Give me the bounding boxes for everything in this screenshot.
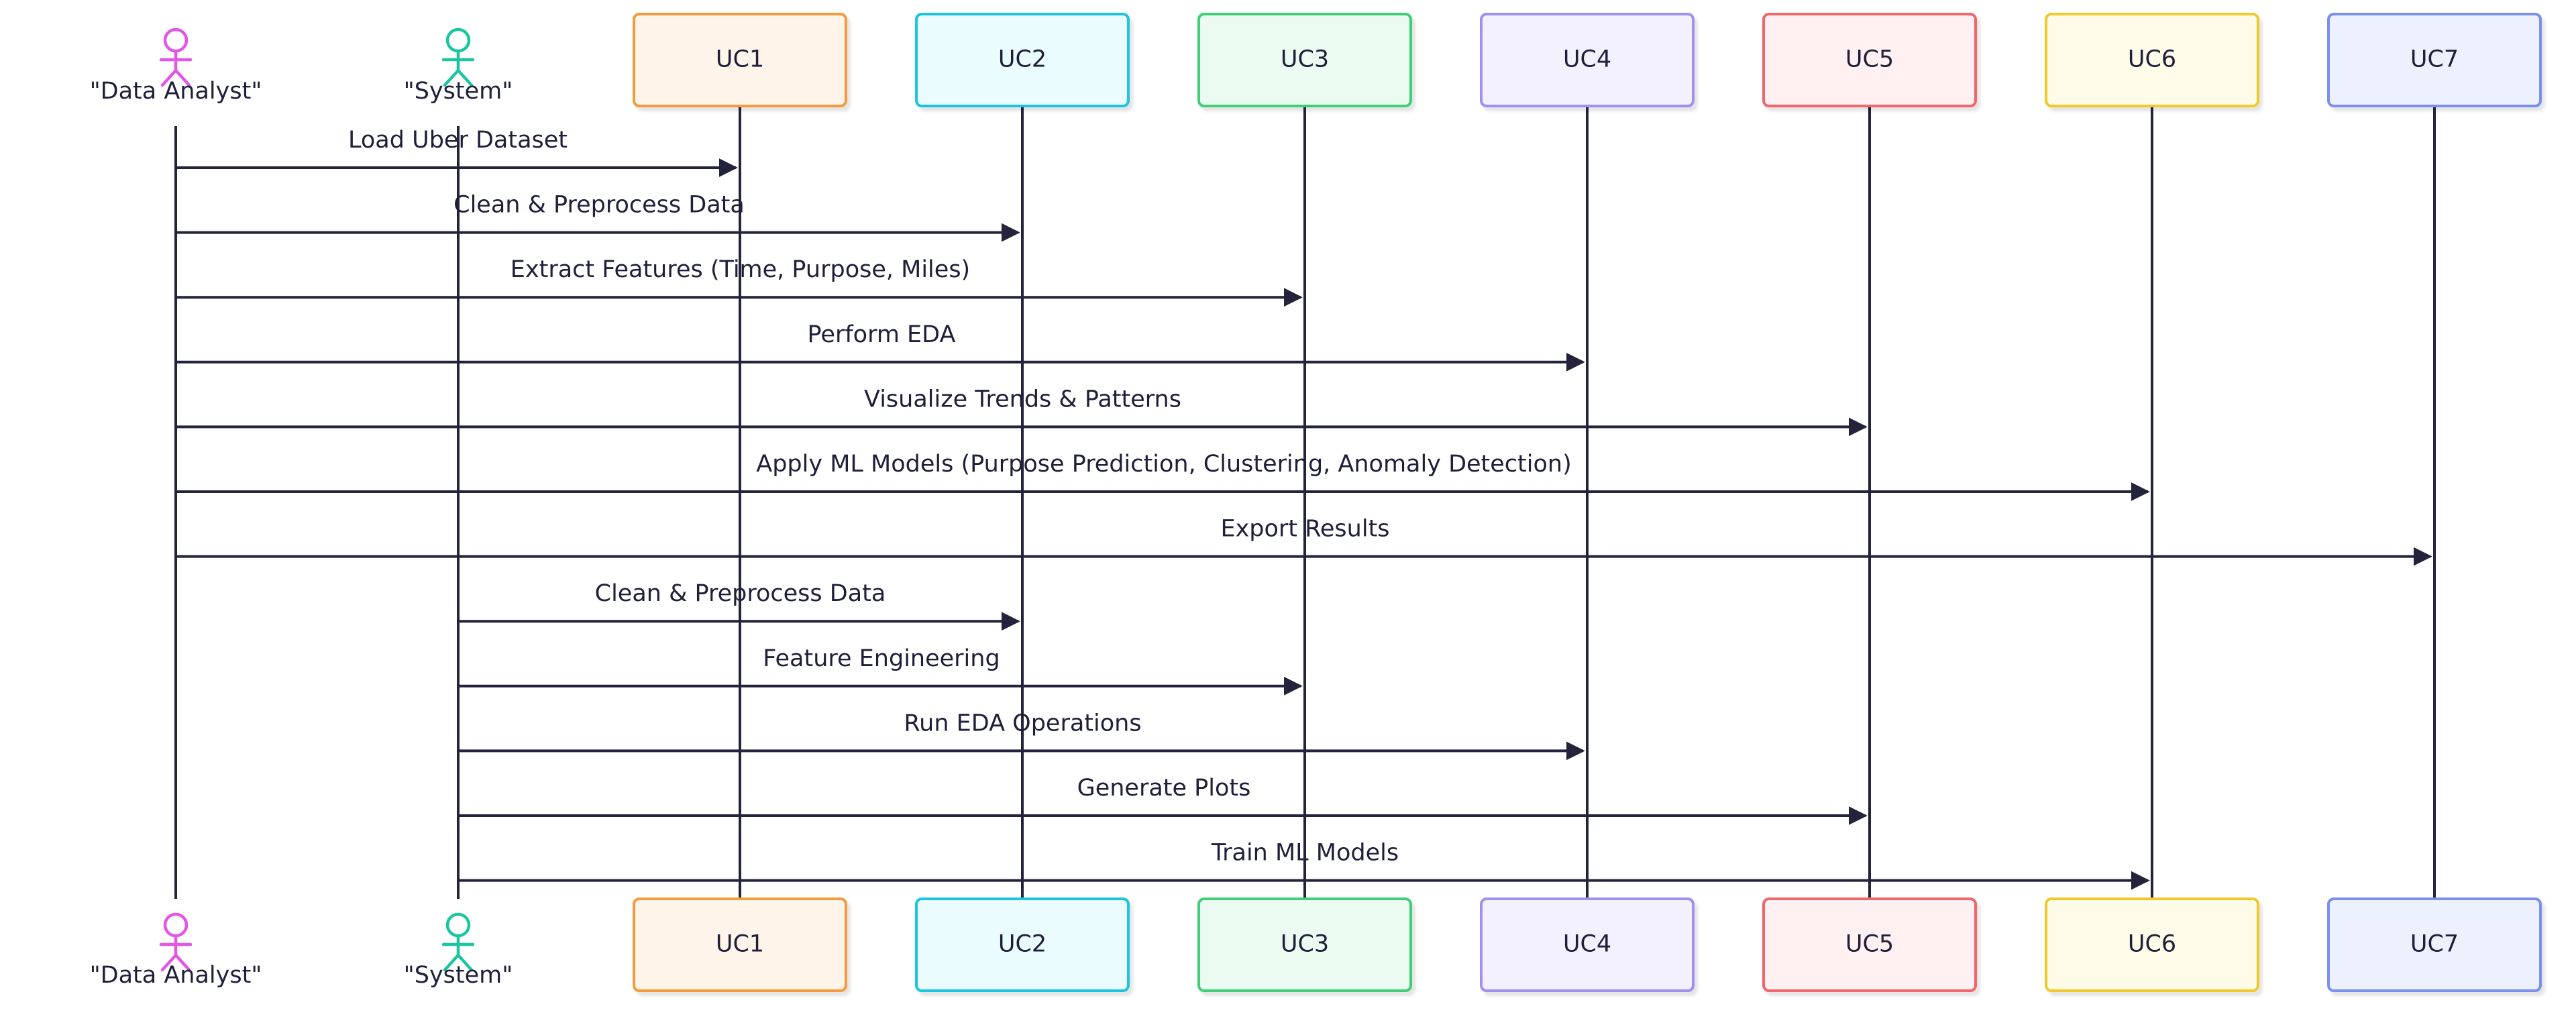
participant-rect	[1480, 897, 1695, 992]
participant-box: UC5	[1762, 13, 1977, 107]
actor: "System"	[404, 912, 513, 989]
message-label: Visualize Trends & Patterns	[864, 386, 1181, 413]
lifelines	[174, 106, 2436, 899]
message: Export Results	[176, 516, 2432, 566]
actor-person-icon	[441, 28, 475, 87]
participant-rect	[2045, 13, 2259, 107]
participant-rect	[1197, 897, 1412, 992]
message-label: Feature Engineering	[763, 645, 1000, 672]
message-label: Extract Features (Time, Purpose, Miles)	[511, 256, 970, 283]
actor-person-icon	[159, 28, 193, 87]
message: Run EDA Operations	[458, 710, 1585, 761]
participant-rect	[633, 897, 847, 992]
message: Visualize Trends & Patterns	[176, 386, 1868, 437]
participant-rect	[2045, 897, 2259, 992]
actor-label: "System"	[404, 78, 513, 105]
message-label: Load Uber Dataset	[348, 127, 568, 154]
participant-label: UC2	[998, 46, 1046, 73]
participant-label: UC7	[2410, 46, 2459, 73]
actor-person-icon	[159, 912, 193, 972]
message-label: Perform EDA	[808, 321, 956, 348]
message-label: Clean & Preprocess Data	[595, 580, 886, 607]
participant-box: UC7	[2327, 897, 2542, 992]
participant-box: UC4	[1480, 13, 1695, 107]
participant-rect	[1762, 13, 1977, 107]
participant-label: UC5	[1845, 46, 1894, 73]
message: Load Uber Dataset	[176, 127, 738, 177]
participant-box: UC3	[1197, 13, 1412, 107]
participant-label: UC3	[1281, 931, 1329, 958]
participant-label: UC6	[2128, 931, 2176, 958]
participant-rect	[915, 13, 1130, 107]
participant-label: UC3	[1281, 46, 1329, 73]
participant-rect	[2327, 897, 2542, 992]
message: Extract Features (Time, Purpose, Miles)	[176, 256, 1303, 307]
participant-label: UC7	[2410, 931, 2459, 958]
actor-person-icon	[441, 912, 475, 972]
message: Generate Plots	[458, 775, 1868, 825]
message-label: Train ML Models	[1211, 840, 1399, 867]
participant-box: UC7	[2327, 13, 2542, 107]
participant-label: UC4	[1563, 46, 1611, 73]
participant-label: UC4	[1563, 931, 1611, 958]
message-label: Run EDA Operations	[904, 710, 1141, 737]
participant-label: UC2	[998, 931, 1046, 958]
actor: "Data Analyst"	[90, 912, 262, 989]
actor-label: "Data Analyst"	[90, 78, 262, 105]
participant-heads: "Data Analyst" "Data Analyst" "System" "Sys…	[90, 13, 2542, 992]
participant-box: UC5	[1762, 897, 1977, 992]
participant-rect	[1197, 13, 1412, 107]
participant-box: UC4	[1480, 897, 1695, 992]
participant-box: UC2	[915, 13, 1130, 107]
participant-rect	[633, 13, 847, 107]
message: Clean & Preprocess Data	[458, 580, 1020, 631]
participant-box: UC6	[2045, 13, 2259, 107]
message-label: Export Results	[1220, 516, 1389, 543]
participant-rect	[1480, 13, 1695, 107]
participant-box: UC2	[915, 897, 1130, 992]
actor-label: "Data Analyst"	[90, 962, 262, 989]
participant-label: UC1	[716, 931, 764, 958]
message: Apply ML Models (Purpose Prediction, Clu…	[176, 451, 2150, 501]
message: Train ML Models	[458, 840, 2150, 890]
message-label: Apply ML Models (Purpose Prediction, Clu…	[756, 451, 1572, 478]
actor: "Data Analyst"	[90, 28, 262, 105]
participant-label: UC1	[716, 46, 764, 73]
participant-box: UC1	[633, 13, 847, 107]
participant-box: UC1	[633, 897, 847, 992]
message: Feature Engineering	[458, 645, 1303, 696]
participant-label: UC6	[2128, 46, 2176, 73]
participant-rect	[915, 897, 1130, 992]
participant-rect	[2327, 13, 2542, 107]
message: Perform EDA	[176, 321, 1585, 372]
message: Clean & Preprocess Data	[176, 192, 1020, 242]
participant-box: UC3	[1197, 897, 1412, 992]
actor: "System"	[404, 28, 513, 105]
participant-label: UC5	[1845, 931, 1894, 958]
message-label: Generate Plots	[1077, 775, 1251, 802]
participant-box: UC6	[2045, 897, 2259, 992]
actor-label: "System"	[404, 962, 513, 989]
participant-rect	[1762, 897, 1977, 992]
message-label: Clean & Preprocess Data	[453, 192, 745, 219]
